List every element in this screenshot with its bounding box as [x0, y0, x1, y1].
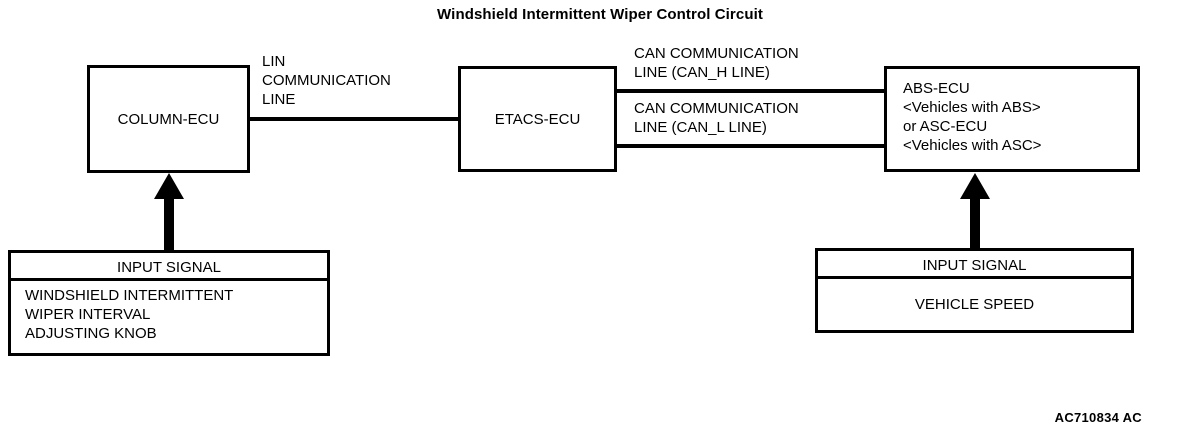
module-abs-asc-ecu-line-4: <Vehicles with ASC> — [903, 137, 1042, 154]
input-signal-body-left-line-2: WIPER INTERVAL — [25, 306, 151, 323]
input-signal-panel-vehicle-speed: INPUT SIGNAL VEHICLE SPEED — [815, 248, 1134, 333]
can-l-line-label-2: LINE (CAN_L LINE) — [634, 119, 767, 136]
module-column-ecu: COLUMN-ECU — [87, 65, 250, 173]
input-signal-header-left: INPUT SIGNAL — [117, 259, 221, 276]
figure-reference-code: AC710834 AC — [1054, 410, 1142, 425]
lin-line-label-2: COMMUNICATION — [262, 72, 391, 89]
input-signal-divider-right — [818, 276, 1131, 279]
module-etacs-ecu-label: ETACS-ECU — [494, 111, 581, 128]
signal-arrow-up-icon-left — [153, 173, 185, 253]
lin-line-label-1: LIN — [262, 53, 286, 70]
module-column-ecu-label: COLUMN-ECU — [117, 111, 220, 128]
input-signal-divider-left — [11, 278, 327, 281]
can-l-communication-line — [612, 144, 890, 148]
can-h-line-label-1: CAN COMMUNICATION — [634, 45, 799, 62]
signal-arrow-up-icon-right — [959, 173, 991, 250]
lin-line-label-3: LINE — [262, 91, 296, 108]
can-l-line-label-1: CAN COMMUNICATION — [634, 100, 799, 117]
module-etacs-ecu: ETACS-ECU — [458, 66, 617, 172]
can-h-line-label-2: LINE (CAN_H LINE) — [634, 64, 770, 81]
module-abs-asc-ecu: ABS-ECU <Vehicles with ABS> or ASC-ECU <… — [884, 66, 1140, 172]
module-abs-asc-ecu-line-2: <Vehicles with ABS> — [903, 99, 1041, 116]
input-signal-body-right-line-1: VEHICLE SPEED — [914, 296, 1035, 313]
input-signal-panel-wiper-interval-knob: INPUT SIGNAL WINDSHIELD INTERMITTENT WIP… — [8, 250, 330, 356]
input-signal-body-left-line-1: WINDSHIELD INTERMITTENT — [25, 287, 234, 304]
can-h-communication-line — [612, 89, 890, 93]
module-abs-asc-ecu-line-1: ABS-ECU — [903, 80, 970, 97]
lin-communication-line — [244, 117, 464, 121]
input-signal-body-left-line-3: ADJUSTING KNOB — [25, 325, 157, 342]
input-signal-header-right: INPUT SIGNAL — [922, 257, 1027, 274]
module-abs-asc-ecu-line-3: or ASC-ECU — [903, 118, 988, 135]
diagram-title: Windshield Intermittent Wiper Control Ci… — [437, 6, 763, 23]
